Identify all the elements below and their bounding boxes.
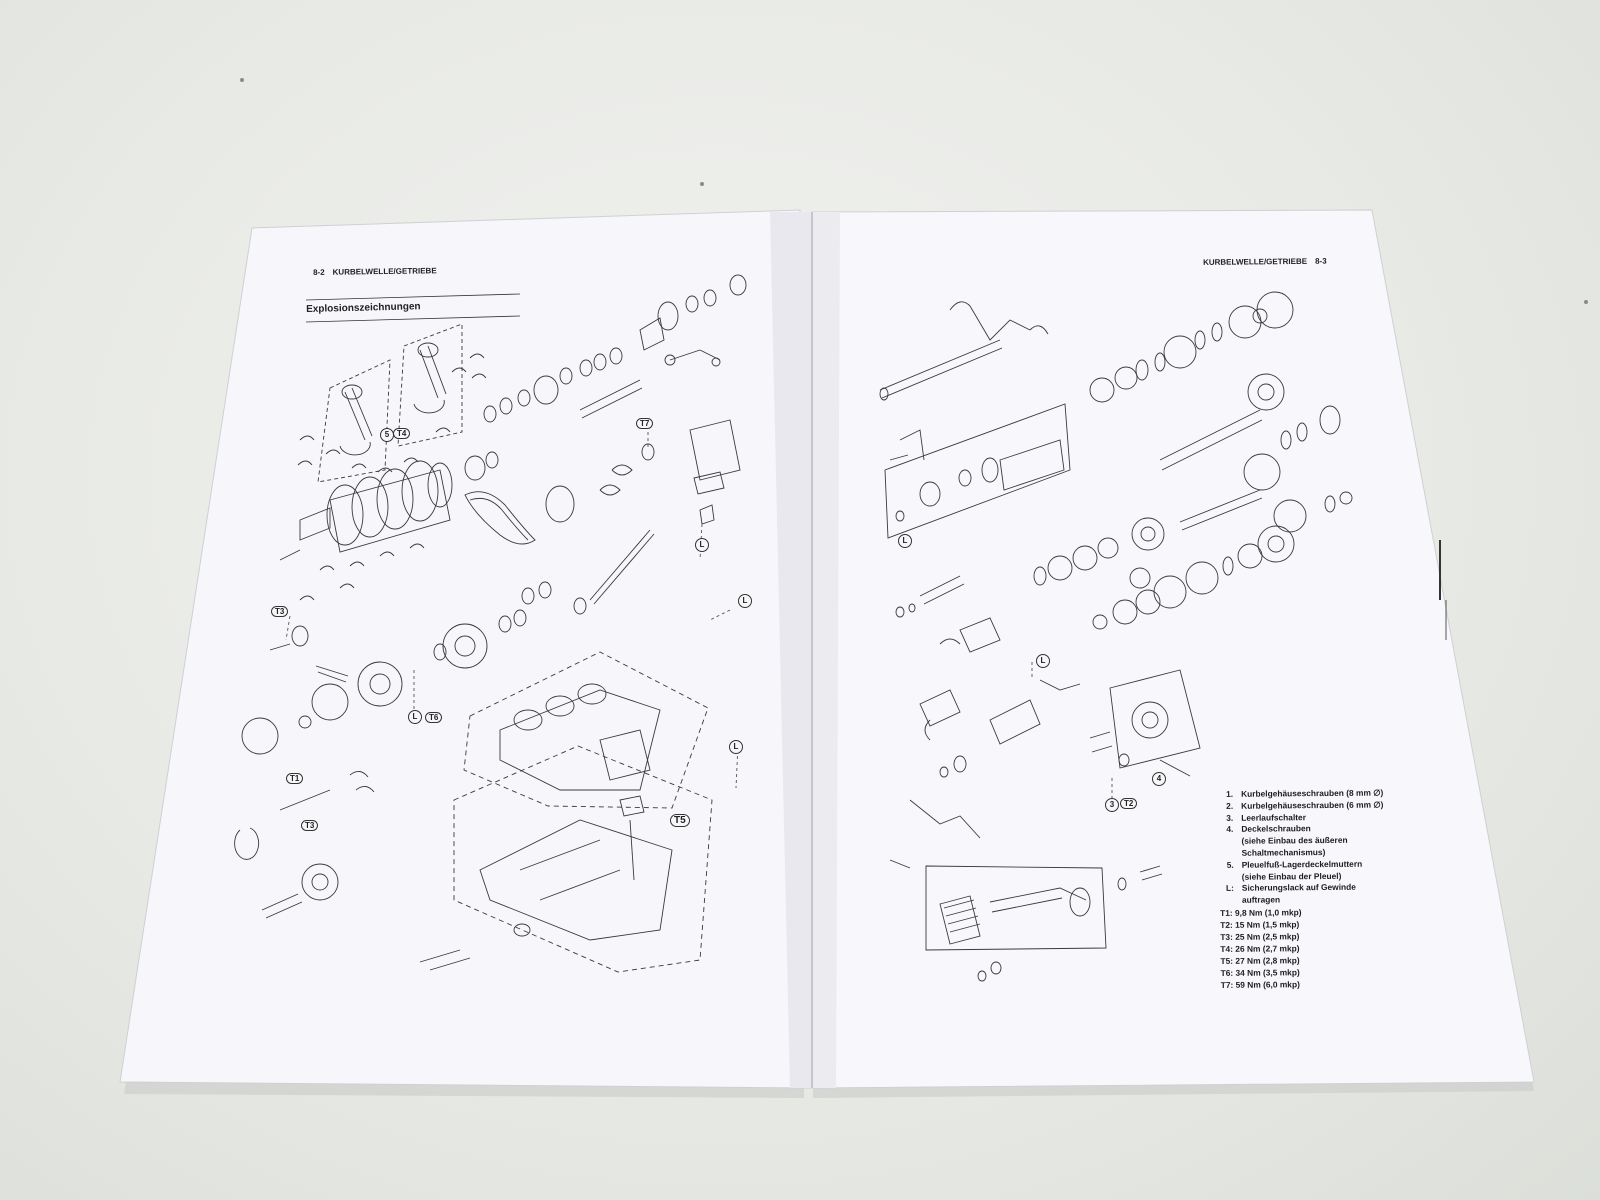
right-running-header: KURBELWELLE/GETRIEBE 8-3 bbox=[1195, 257, 1327, 267]
callout-l-1: L bbox=[695, 538, 709, 552]
callout-l-3: L bbox=[729, 740, 743, 754]
table-speck bbox=[700, 182, 704, 186]
primary-gear-and-starter bbox=[234, 609, 527, 919]
parts-legend: 1.Kurbelgehäuseschrauben (8 mm ∅) 2.Kurb… bbox=[1213, 788, 1385, 991]
left-running-header: 8-2 KURBELWELLE/GETRIEBE bbox=[313, 266, 445, 277]
callout-l-right-2: L bbox=[1036, 654, 1050, 668]
callout-t1: T1 bbox=[286, 773, 304, 784]
callout-t3-left: T3 bbox=[271, 606, 289, 617]
kickstarter-and-spring bbox=[925, 865, 1163, 982]
crankcase-upper bbox=[463, 651, 709, 809]
callout-t3-lower: T3 bbox=[301, 820, 319, 831]
callout-5: 5 bbox=[380, 428, 394, 442]
callout-t6: T6 bbox=[425, 712, 443, 723]
legend-item: 2.Kurbelgehäuseschrauben (6 mm ∅) bbox=[1226, 799, 1384, 811]
callout-3: 3 bbox=[1105, 798, 1119, 812]
crankcase-lower bbox=[419, 745, 713, 973]
torque-spec: T7: 59 Nm (6,0 mkp) bbox=[1220, 979, 1300, 990]
callout-t2: T2 bbox=[1120, 798, 1138, 809]
callout-4: 4 bbox=[1152, 772, 1166, 786]
cam-chain bbox=[464, 491, 536, 545]
right-page-number: 8-3 bbox=[1315, 256, 1327, 266]
transmission-gears-lower bbox=[1033, 453, 1353, 630]
right-header-title: KURBELWELLE/GETRIEBE bbox=[1202, 256, 1308, 267]
callout-t4: T4 bbox=[393, 428, 411, 439]
crankshaft bbox=[279, 460, 453, 601]
shift-mechanism-parts bbox=[889, 575, 1201, 869]
shift-forks-and-drum bbox=[879, 301, 1071, 539]
transmission-gears-upper bbox=[1089, 291, 1341, 471]
upper-shaft-parts bbox=[483, 274, 747, 423]
callout-l-t6: L bbox=[408, 710, 422, 724]
left-page-number: 8-2 bbox=[313, 267, 325, 277]
callout-t5: T5 bbox=[670, 814, 690, 827]
middle-shaft-parts bbox=[464, 419, 741, 615]
table-speck bbox=[1584, 300, 1588, 304]
callout-t7: T7 bbox=[636, 418, 654, 429]
leader-lines bbox=[285, 432, 1113, 800]
callout-l-right-1: L bbox=[898, 534, 912, 548]
callout-l-2: L bbox=[738, 594, 752, 608]
table-speck bbox=[240, 78, 244, 82]
connecting-rods-group bbox=[297, 323, 487, 483]
left-header-title: KURBELWELLE/GETRIEBE bbox=[332, 266, 437, 277]
legend-item: 5.Pleuelfuß-Lagerdeckelmuttern bbox=[1226, 858, 1363, 870]
